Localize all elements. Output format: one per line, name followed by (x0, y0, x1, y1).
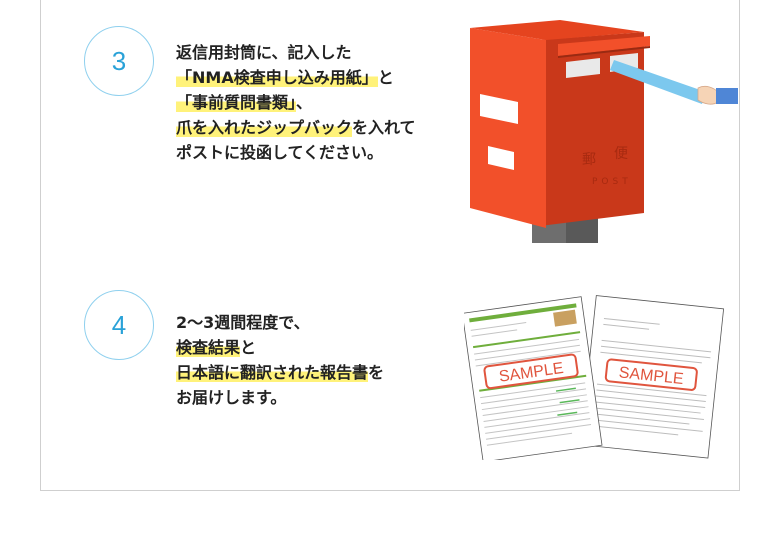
highlight-text: 検査結果 (176, 338, 241, 357)
highlight-text: 日本語に翻訳された報告書 (176, 363, 369, 382)
mailbox-kanji: 郵 (582, 152, 596, 168)
step-line: 検査結果と (176, 338, 257, 357)
step-line: お届けします。 (176, 388, 287, 407)
step-line: 爪を入れたジップバックを入れて (176, 118, 416, 137)
step-number-circle: 4 (84, 290, 154, 360)
mailbox-post-label: POST (592, 177, 632, 187)
highlight-text: 「NMA検査申し込み用紙」 (176, 68, 378, 87)
highlight-text: 「事前質問書類」 (176, 93, 297, 112)
step-number-circle: 3 (84, 26, 154, 96)
mailbox-kanji: 便 (614, 146, 628, 162)
step-line: 「事前質問書類」、 (176, 93, 313, 112)
step-line: 「NMA検査申し込み用紙」と (176, 68, 394, 87)
step-number: 4 (111, 309, 127, 340)
step-line: ポストに投函してください。 (176, 143, 384, 162)
step-3-text: 返信用封筒に、記入した 「NMA検査申し込み用紙」と 「事前質問書類」、 爪を入… (176, 40, 416, 165)
step-4-text: 2〜3週間程度で、 検査結果と 日本語に翻訳された報告書を お届けします。 (176, 310, 384, 410)
highlight-text: 爪を入れたジップバック (176, 118, 353, 137)
step-line: 日本語に翻訳された報告書を (176, 363, 385, 382)
sample-reports-illustration: SAMPLE SAMPLE (464, 295, 725, 460)
step-number: 3 (111, 45, 127, 76)
sample-stamp: SAMPLE (618, 364, 684, 388)
mailbox-illustration: 郵 便 POST (470, 20, 738, 243)
step-line: 2〜3週間程度で、 (176, 313, 310, 332)
step-line: 返信用封筒に、記入した (176, 43, 352, 62)
